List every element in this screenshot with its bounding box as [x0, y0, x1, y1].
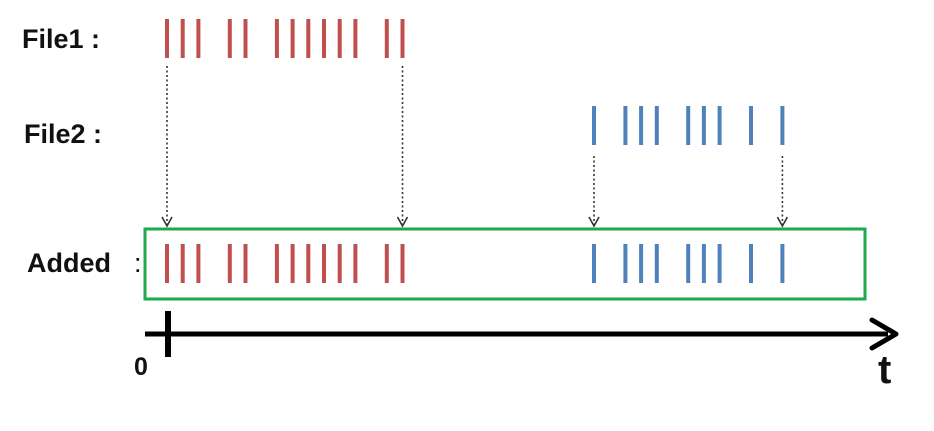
added-label-colon: :	[134, 248, 142, 278]
added-event-tick-file1	[196, 244, 201, 283]
added-event-tick-file1	[290, 244, 295, 283]
file1-event-tick	[306, 19, 311, 58]
right-arrow-icon	[869, 317, 899, 351]
file2-events	[592, 106, 785, 145]
added-event-tick-file1	[322, 244, 326, 283]
added-event-tick-file1	[400, 244, 405, 283]
time-axis	[145, 311, 899, 357]
file1-event-tick	[243, 19, 248, 58]
added-events	[165, 244, 785, 283]
file2-event-tick	[592, 106, 596, 145]
added-event-tick-file2	[686, 244, 691, 283]
file1-event-tick	[400, 19, 405, 58]
added-event-tick-file1	[384, 244, 389, 283]
added-event-tick-file1	[337, 244, 342, 283]
added-label: Added	[27, 248, 111, 278]
file1-events	[165, 19, 405, 58]
arrow-head-icon	[776, 216, 789, 228]
file1-event-tick	[353, 19, 358, 58]
added-event-tick-file1	[227, 244, 232, 283]
arrow-head-icon	[396, 216, 409, 228]
file1-event-tick	[165, 19, 169, 58]
added-event-tick-file1	[165, 244, 169, 283]
added-event-tick-file2	[780, 244, 785, 283]
file1-event-tick	[180, 19, 185, 58]
arrow-head-icon	[161, 216, 173, 228]
file1-event-tick	[384, 19, 389, 58]
file2-event-tick	[654, 106, 659, 145]
added-event-tick-file1	[353, 244, 358, 283]
file2-event-tick	[639, 106, 644, 145]
added-event-tick-file1	[306, 244, 311, 283]
file2-event-tick	[749, 106, 753, 145]
file1-event-tick	[337, 19, 342, 58]
added-event-tick-file2	[654, 244, 659, 283]
file1-label: File1 :	[22, 24, 100, 54]
file2-event-tick	[701, 106, 706, 145]
added-event-tick-file2	[701, 244, 706, 283]
added-event-tick-file1	[180, 244, 185, 283]
file2-event-tick	[686, 106, 691, 145]
added-event-tick-file2	[592, 244, 596, 283]
time-label: t	[878, 348, 891, 392]
file1-event-tick	[290, 19, 295, 58]
file2-label: File2 :	[24, 119, 102, 149]
added-box	[143, 227, 867, 301]
file1-event-tick	[196, 19, 201, 58]
file2-event-tick	[780, 106, 785, 145]
added-event-tick-file2	[749, 244, 753, 283]
added-event-tick-file1	[274, 244, 279, 283]
origin-label: 0	[134, 353, 148, 381]
file2-event-tick	[623, 106, 628, 145]
file1-event-tick	[227, 19, 232, 58]
file1-event-tick	[274, 19, 279, 58]
added-event-tick-file1	[243, 244, 248, 283]
added-event-tick-file2	[623, 244, 628, 283]
arrow-head-icon	[588, 216, 600, 228]
file1-event-tick	[322, 19, 326, 58]
file2-event-tick	[717, 106, 722, 145]
added-event-tick-file2	[717, 244, 722, 283]
merge-arrows	[161, 66, 789, 228]
added-event-tick-file2	[639, 244, 644, 283]
